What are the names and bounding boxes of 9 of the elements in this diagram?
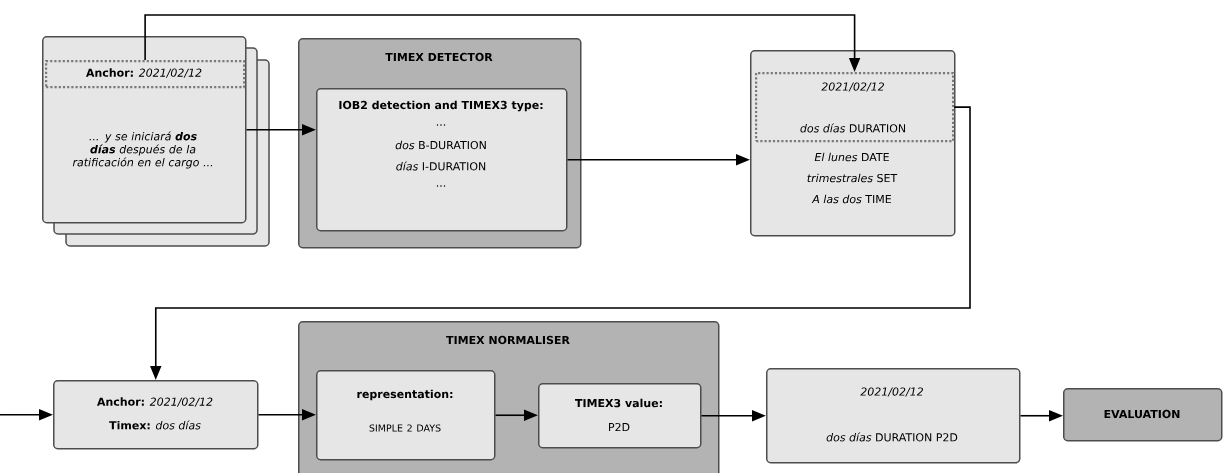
process-box: 2021/02/12 dos días DURATION P2D [766,368,1021,464]
process-box: IOB2 detection and TIMEX3 type: ... dos B-DURATION días I-DURATION ... [316,88,568,232]
process-box: EVALUATION [1063,388,1223,442]
process-box: representation: SIMPLE 2 DAYS [316,370,496,461]
process-box: Anchor: 2021/02/12 Timex: dos días [53,380,259,450]
dotted-box: Anchor: 2021/02/12 [45,60,246,89]
panel-title: TIMEX NORMALISER [446,335,570,345]
panel-title: TIMEX DETECTOR [385,52,493,62]
process-box: TIMEX3 value: P2D [538,383,702,449]
